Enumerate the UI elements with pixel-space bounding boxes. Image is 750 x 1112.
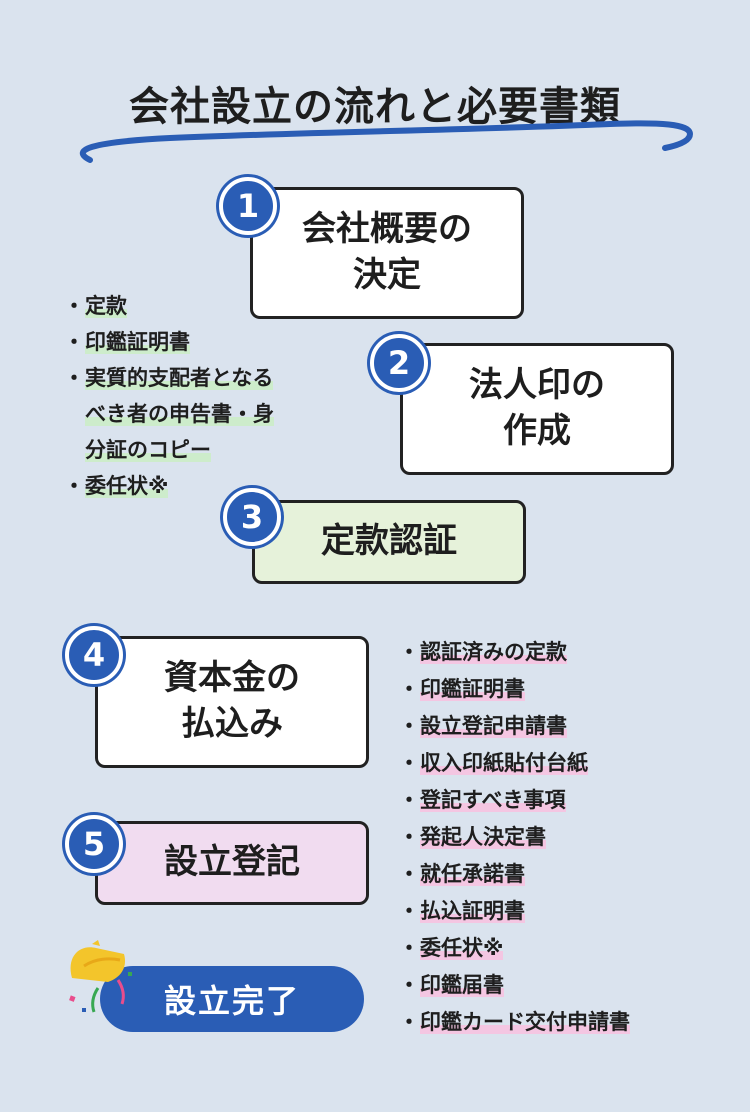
- doc-text: 印鑑証明書: [420, 677, 525, 701]
- step-4-line-2: 払込み: [181, 704, 283, 744]
- doc-text: 印鑑カード交付申請書: [420, 1010, 630, 1034]
- list-item: ・設立登記申請書: [398, 714, 567, 738]
- list-item: ・委任状※: [63, 474, 169, 498]
- doc-text: 実質的支配者となる: [85, 366, 274, 390]
- doc-text: 委任状※: [85, 474, 169, 498]
- step-4-box: 資本金の 払込み: [95, 636, 369, 768]
- list-item: ・払込証明書: [398, 899, 525, 923]
- doc-text: 発起人決定書: [420, 825, 546, 849]
- title-underline-swoosh: [79, 120, 694, 163]
- doc-text-cont: 分証のコピー: [85, 438, 211, 462]
- list-item: ・就任承諾書: [398, 862, 525, 886]
- list-item: ・収入印紙貼付台紙: [398, 751, 588, 775]
- step-4-badge: 4: [65, 626, 123, 684]
- step-1-box: 会社概要の 決定: [250, 187, 524, 319]
- list-item: ・印鑑届書: [398, 973, 504, 997]
- list-item: ・定款: [63, 294, 127, 318]
- step-3-badge: 3: [223, 488, 281, 546]
- doc-text: 収入印紙貼付台紙: [420, 751, 588, 775]
- completion-pill: 設立完了: [100, 966, 364, 1032]
- list-item: ・印鑑カード交付申請書: [398, 1010, 630, 1034]
- step3-documents-list: ・定款 ・印鑑証明書 ・実質的支配者となる べき者の申告書・身 分証のコピー ・…: [63, 288, 353, 504]
- list-item: ・印鑑証明書: [63, 330, 190, 354]
- step-2-box: 法人印の 作成: [400, 343, 674, 475]
- list-item: ・実質的支配者となる べき者の申告書・身 分証のコピー: [63, 366, 274, 462]
- list-item: ・認証済みの定款: [398, 640, 567, 664]
- step-2-line-1: 法人印の: [469, 365, 605, 406]
- page-title: 会社設立の流れと必要書類: [129, 84, 621, 130]
- step-4-line-1: 資本金の: [164, 658, 300, 699]
- doc-text: 印鑑届書: [420, 973, 504, 997]
- list-item: ・委任状※: [398, 936, 504, 960]
- step-5-box: 設立登記: [95, 821, 369, 905]
- step5-documents-list: ・認証済みの定款・印鑑証明書・設立登記申請書・収入印紙貼付台紙・登記すべき事項・…: [398, 634, 698, 1041]
- doc-text: 印鑑証明書: [85, 330, 190, 354]
- doc-text: 就任承諾書: [420, 862, 525, 886]
- list-item: ・発起人決定書: [398, 825, 546, 849]
- step-1-line-2: 決定: [353, 255, 421, 295]
- doc-text-cont: べき者の申告書・身: [85, 402, 274, 426]
- doc-text: 定款: [85, 294, 127, 318]
- step-3-line-1: 定款認証: [321, 521, 457, 562]
- step-1-badge: 1: [219, 177, 277, 235]
- list-item: ・登記すべき事項: [398, 788, 566, 812]
- step-5-badge: 5: [65, 815, 123, 873]
- step-1-line-1: 会社概要の: [302, 209, 472, 250]
- step-5-line-1: 設立登記: [164, 842, 300, 883]
- doc-text: 設立登記申請書: [420, 714, 567, 738]
- doc-text: 委任状※: [420, 936, 504, 960]
- doc-text: 払込証明書: [420, 899, 525, 923]
- list-item: ・印鑑証明書: [398, 677, 525, 701]
- doc-text: 登記すべき事項: [420, 788, 566, 812]
- step-3-box: 定款認証: [252, 500, 526, 584]
- step-2-line-2: 作成: [503, 411, 571, 451]
- party-popper-icon: [69, 940, 132, 1013]
- doc-text: 認証済みの定款: [420, 640, 567, 664]
- step-2-badge: 2: [370, 334, 428, 392]
